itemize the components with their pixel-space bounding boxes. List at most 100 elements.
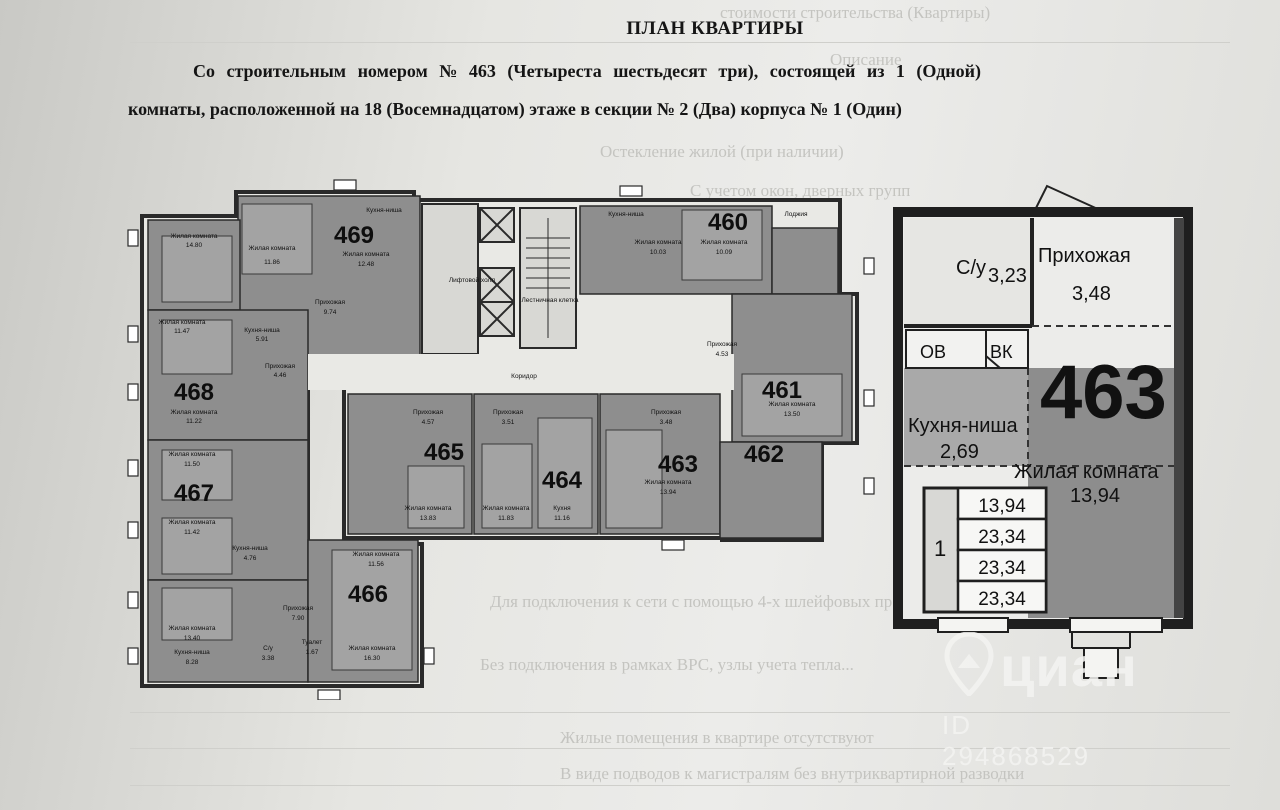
area-table-total-full: 23,34	[978, 589, 1026, 610]
ghost-bleed-text: стоимости строительства (Квартиры)	[720, 3, 991, 22]
bathroom-area	[904, 218, 1032, 326]
page-title: ПЛАН КВАРТИРЫ	[626, 18, 804, 39]
area-table-living: 13,94	[978, 496, 1026, 517]
svg-text:4.76: 4.76	[244, 555, 257, 562]
room-label: Туалет	[302, 639, 323, 646]
room-label: Жилая комната	[169, 451, 216, 458]
room-label: Кухня-ниша	[244, 327, 280, 334]
svg-text:3.51: 3.51	[502, 419, 515, 426]
kitchen-niche-label: Кухня-ниша	[908, 415, 1018, 437]
room-label: Кухня-ниша	[366, 207, 402, 214]
svg-text:11.47: 11.47	[174, 328, 190, 335]
ghost-table-line	[130, 712, 1230, 713]
room-label: Жилая комната	[169, 625, 216, 632]
svg-text:5.91: 5.91	[256, 336, 269, 343]
room-label: Прихожая	[651, 409, 682, 416]
svg-text:7.90: 7.90	[292, 615, 305, 622]
svg-text:3.48: 3.48	[660, 419, 673, 426]
living-room-area	[1028, 368, 1182, 618]
svg-text:13.40: 13.40	[184, 635, 201, 642]
bk-label: ВК	[990, 342, 1013, 362]
svg-text:12.48: 12.48	[358, 261, 375, 268]
room-label: Прихожая	[493, 409, 524, 416]
svg-text:11.86: 11.86	[264, 259, 280, 266]
room-label: Прихожая	[283, 605, 314, 612]
svg-text:1.67: 1.67	[306, 649, 319, 656]
room-label: Жилая комната	[343, 251, 390, 258]
svg-text:11.42: 11.42	[184, 529, 200, 536]
watermark-brand: циан	[1000, 635, 1138, 698]
svg-text:11.16: 11.16	[554, 515, 570, 522]
ghost-bleed-text: Для подключения к сети с помощью 4-х шле…	[490, 592, 897, 611]
ghost-bleed-text: В виде подводов к магистралям без внутри…	[560, 764, 1025, 783]
room-label: Кухня	[553, 505, 571, 512]
svg-text:10.03: 10.03	[650, 249, 667, 256]
unit-number-464: 464	[542, 467, 583, 494]
room-label: Жилая комната	[701, 239, 748, 246]
room-label: Жилая комната	[171, 233, 218, 240]
svg-text:13.83: 13.83	[420, 515, 437, 522]
svg-text:13.94: 13.94	[660, 489, 677, 496]
room-label: Жилая комната	[249, 245, 296, 252]
building-core	[421, 203, 577, 355]
kitchen-niche-area: 2,69	[940, 441, 979, 463]
svg-text:14.80: 14.80	[186, 242, 203, 249]
svg-text:8.28: 8.28	[186, 659, 199, 666]
corridor	[308, 354, 734, 390]
room-label: Жилая комната	[635, 239, 682, 246]
svg-text:11.83: 11.83	[498, 515, 514, 522]
room-labels: Жилая комната 14.80 Жилая комната 11.86 Жи…	[159, 207, 816, 666]
room-label: Прихожая	[413, 409, 444, 416]
room-label: Жилая комната	[353, 551, 400, 558]
hallway-area: 3,48	[1072, 283, 1111, 305]
ob-label: ОВ	[920, 342, 946, 362]
room-label: Кухня-ниша	[608, 211, 644, 218]
svg-text:11.56: 11.56	[368, 561, 384, 568]
ghost-bleed-text: Жилые помещения в квартире отсутствуют	[560, 728, 874, 747]
room-label: Прихожая	[707, 341, 738, 348]
room-label: Лоджия	[784, 211, 808, 218]
unit-number-461: 461	[762, 377, 802, 404]
svg-text:11.22: 11.22	[186, 418, 202, 425]
area-table-total: 23,34	[978, 527, 1026, 548]
room-label: Жилая комната	[349, 645, 396, 652]
room-label: Кухня-ниша	[174, 649, 210, 656]
ghost-bleed-text: Без подключения в рамках ВРС, узлы учета…	[480, 655, 854, 674]
room-label: Жилая комната	[769, 401, 816, 408]
unit-number-462: 462	[744, 441, 784, 468]
unit-463-detail-plan: С/у 3,23 Прихожая 3,48 ОВ ВК 463 Кухня-н…	[893, 184, 1193, 679]
svg-text:13.50: 13.50	[784, 411, 801, 418]
room-label: Лифтовой холл	[449, 276, 495, 284]
svg-text:3.38: 3.38	[262, 655, 275, 662]
area-table	[922, 486, 1048, 614]
svg-text:4.53: 4.53	[716, 351, 729, 358]
unit-number-468: 468	[174, 379, 214, 406]
room-label: Лестничная клетка	[522, 297, 579, 304]
description-line-2: комнаты, расположенной на 18 (Восемнадца…	[128, 99, 902, 119]
apartment-number: 463	[1040, 350, 1167, 435]
unit-number-labels: 469 460 468 461 465 464 463 462 467 466	[174, 209, 802, 608]
watermark-id: ID 294868529	[942, 710, 1091, 771]
room-label: Жилая комната	[405, 505, 452, 512]
unit-number-469: 469	[334, 222, 374, 249]
ghost-bleed-text: Остекление жилой (при наличии)	[600, 142, 844, 161]
room-label: Коридор	[511, 373, 537, 380]
room-label: Жилая комната	[159, 319, 206, 326]
hallway-label: Прихожая	[1038, 245, 1131, 267]
floor-plan: 469 460 468 461 465 464 463 462 467 466 …	[127, 179, 875, 700]
room-label: Жилая комната	[483, 505, 530, 512]
ghost-table-line	[130, 785, 1230, 786]
room-label: Прихожая	[265, 363, 296, 370]
ghost-table-line	[130, 42, 1230, 43]
room-label: Кухня-ниша	[232, 545, 268, 552]
room-label: Прихожая	[315, 299, 346, 306]
unit-number-465: 465	[424, 439, 464, 466]
kitchen-niche-area	[904, 368, 1028, 466]
unit-459	[771, 227, 839, 295]
ghost-bleed-text: С учетом окон, дверных групп	[690, 181, 911, 200]
svg-text:4.57: 4.57	[422, 419, 435, 426]
room-label: Жилая комната	[169, 519, 216, 526]
room-label: Жилая комната	[645, 479, 692, 486]
bathroom-label: С/у	[956, 257, 986, 279]
